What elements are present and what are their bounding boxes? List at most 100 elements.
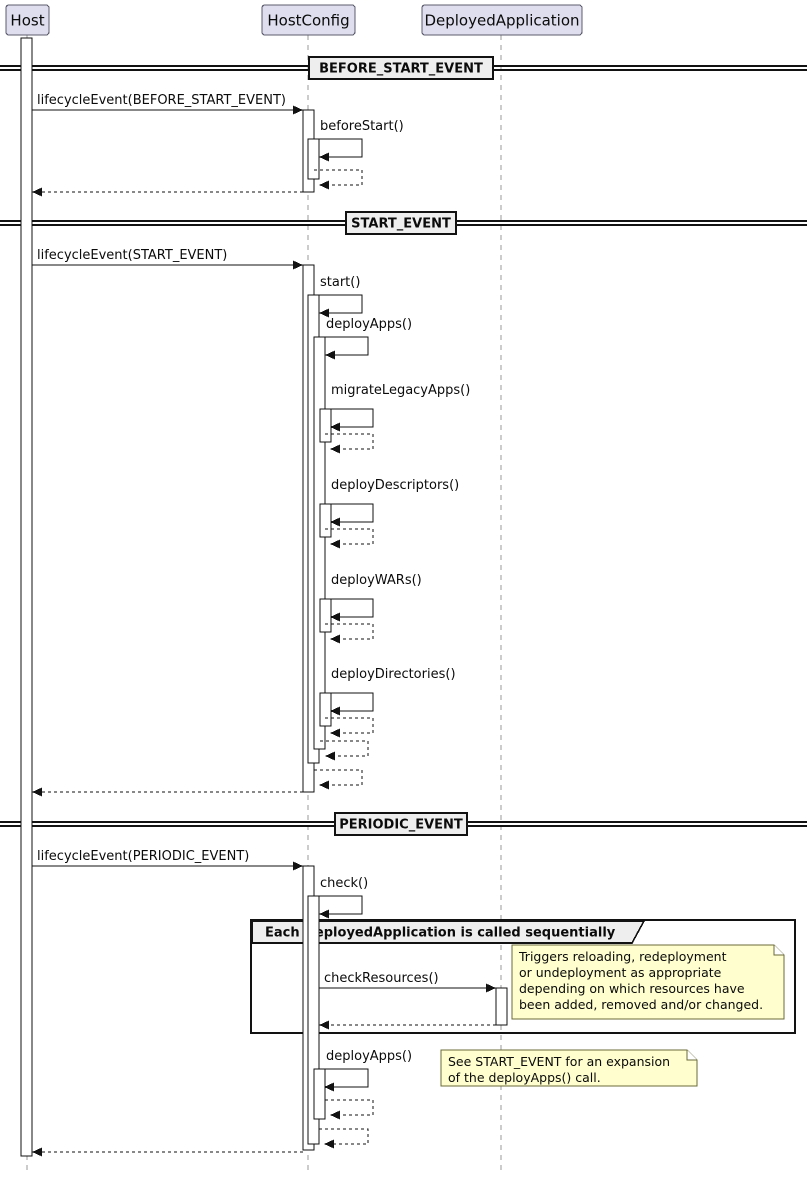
message-path-m3 — [314, 169, 363, 186]
arrowhead-left — [325, 350, 335, 360]
message-label-m5: lifecycleEvent(START_EVENT) — [37, 248, 227, 263]
arrowhead-left — [330, 612, 340, 622]
message-m22 — [319, 1020, 496, 1030]
arrowhead-left — [330, 444, 340, 454]
message-label-m7: deployApps() — [326, 317, 412, 332]
note-line: Triggers reloading, redeployment — [518, 949, 727, 964]
activation-bar-hostconfig-wars — [319, 598, 332, 633]
group-frame-each-deployedapplication-group — [249, 918, 797, 1035]
note-fold-note-deployapps — [686, 1050, 697, 1061]
divider-start-event: START_EVENT — [0, 210, 807, 236]
group-tab-each-deployedapplication-group — [251, 920, 646, 944]
participant-host: Host — [5, 4, 50, 36]
arrowhead-left — [330, 1110, 340, 1120]
message-m7: deployApps() — [320, 317, 412, 360]
message-m4 — [32, 187, 303, 197]
message-label-m20: check() — [320, 876, 368, 891]
group-label-each-deployedapplication-group: Each DeployedApplication is called seque… — [265, 926, 616, 941]
note-fold-note-checkresources — [773, 945, 784, 956]
arrowhead-left — [330, 422, 340, 432]
note-body-note-checkresources — [511, 944, 785, 1020]
message-m25 — [319, 1128, 369, 1149]
message-label-m8: migrateLegacyApps() — [331, 383, 470, 398]
message-path-m16 — [320, 740, 369, 757]
message-path-m25 — [319, 1128, 369, 1145]
lifelines-layer — [26, 35, 502, 1170]
note-line: been added, removed and/or changed. — [519, 997, 763, 1012]
divider-before-start-event: BEFORE_START_EVENT — [0, 55, 807, 81]
message-m20: check() — [314, 876, 368, 919]
arrowhead-left — [319, 308, 329, 318]
message-m10: deployDescriptors() — [325, 478, 459, 527]
note-line: or undeployment as appropriate — [519, 965, 722, 980]
message-path-m8 — [325, 408, 374, 428]
message-path-m11 — [325, 528, 374, 545]
divider-box-periodic-event — [333, 811, 469, 837]
message-path-m17 — [314, 769, 363, 786]
message-path-m20 — [314, 895, 363, 915]
arrowhead-left — [324, 1082, 334, 1092]
message-m15 — [325, 717, 374, 738]
message-path-m10 — [325, 503, 374, 523]
message-path-m9 — [325, 433, 374, 450]
message-path-m23 — [319, 1068, 369, 1088]
message-label-m21: checkResources() — [324, 971, 439, 986]
activation-bar-hostconfig-periodic-l2 — [307, 895, 320, 1145]
message-m17 — [314, 769, 363, 790]
participant-hostconfig: HostConfig — [261, 4, 356, 36]
message-m19: lifecycleEvent(PERIODIC_EVENT) — [32, 849, 303, 871]
activation-bar-hostconfig-directories — [319, 692, 332, 727]
message-m18 — [32, 787, 303, 797]
participant-label-deployedapplication: DeployedApplication — [424, 12, 579, 30]
message-label-m14: deployDirectories() — [331, 667, 456, 682]
message-m6: start() — [314, 275, 363, 318]
message-m26 — [32, 1147, 303, 1157]
message-m12: deployWARs() — [325, 573, 422, 622]
note-line: See START_EVENT for an expansion — [448, 1054, 670, 1069]
message-m9 — [325, 433, 374, 454]
message-m16 — [320, 740, 369, 761]
message-m23: deployApps() — [319, 1049, 412, 1092]
arrowhead-right — [486, 983, 496, 993]
activation-bar-host-main — [20, 37, 33, 1157]
message-label-m19: lifecycleEvent(PERIODIC_EVENT) — [37, 849, 249, 864]
divider-label-periodic-event: PERIODIC_EVENT — [339, 818, 463, 833]
message-path-m12 — [325, 598, 374, 618]
message-m11 — [325, 528, 374, 549]
message-path-m14 — [325, 692, 374, 712]
arrowhead-left — [32, 787, 42, 797]
message-path-m15 — [325, 717, 374, 734]
divider-periodic-event: PERIODIC_EVENT — [0, 811, 807, 837]
arrowhead-left — [319, 180, 329, 190]
participant-label-host: Host — [10, 12, 44, 30]
message-path-m24 — [325, 1099, 374, 1116]
message-label-m10: deployDescriptors() — [331, 478, 459, 493]
arrowhead-left — [330, 728, 340, 738]
message-m13 — [325, 623, 374, 644]
message-label-m12: deployWARs() — [331, 573, 422, 588]
message-label-m1: lifecycleEvent(BEFORE_START_EVENT) — [37, 93, 286, 108]
group-each-deployedapplication-group: Each DeployedApplication is called seque… — [249, 918, 797, 1035]
note-line: depending on which resources have — [519, 981, 745, 996]
activation-bar-deployedapplication-check — [495, 987, 508, 1026]
message-m3 — [314, 169, 363, 190]
arrowhead-left — [32, 1147, 42, 1157]
arrowhead-left — [330, 634, 340, 644]
message-path-m13 — [325, 623, 374, 640]
divider-label-start-event: START_EVENT — [351, 217, 451, 232]
arrowhead-left — [330, 517, 340, 527]
arrowhead-right — [293, 861, 303, 871]
participant-box-host — [5, 4, 50, 36]
arrowhead-left — [324, 1139, 334, 1149]
message-label-m23: deployApps() — [326, 1049, 412, 1064]
arrowhead-right — [293, 260, 303, 270]
participants-layer: Host HostConfig DeployedApplication — [5, 4, 583, 36]
arrowhead-left — [330, 706, 340, 716]
message-label-m2: beforeStart() — [320, 119, 404, 134]
activation-bar-hostconfig-start-l3 — [313, 336, 326, 750]
message-path-m2 — [314, 138, 363, 158]
divider-label-before-start-event: BEFORE_START_EVENT — [319, 62, 483, 77]
